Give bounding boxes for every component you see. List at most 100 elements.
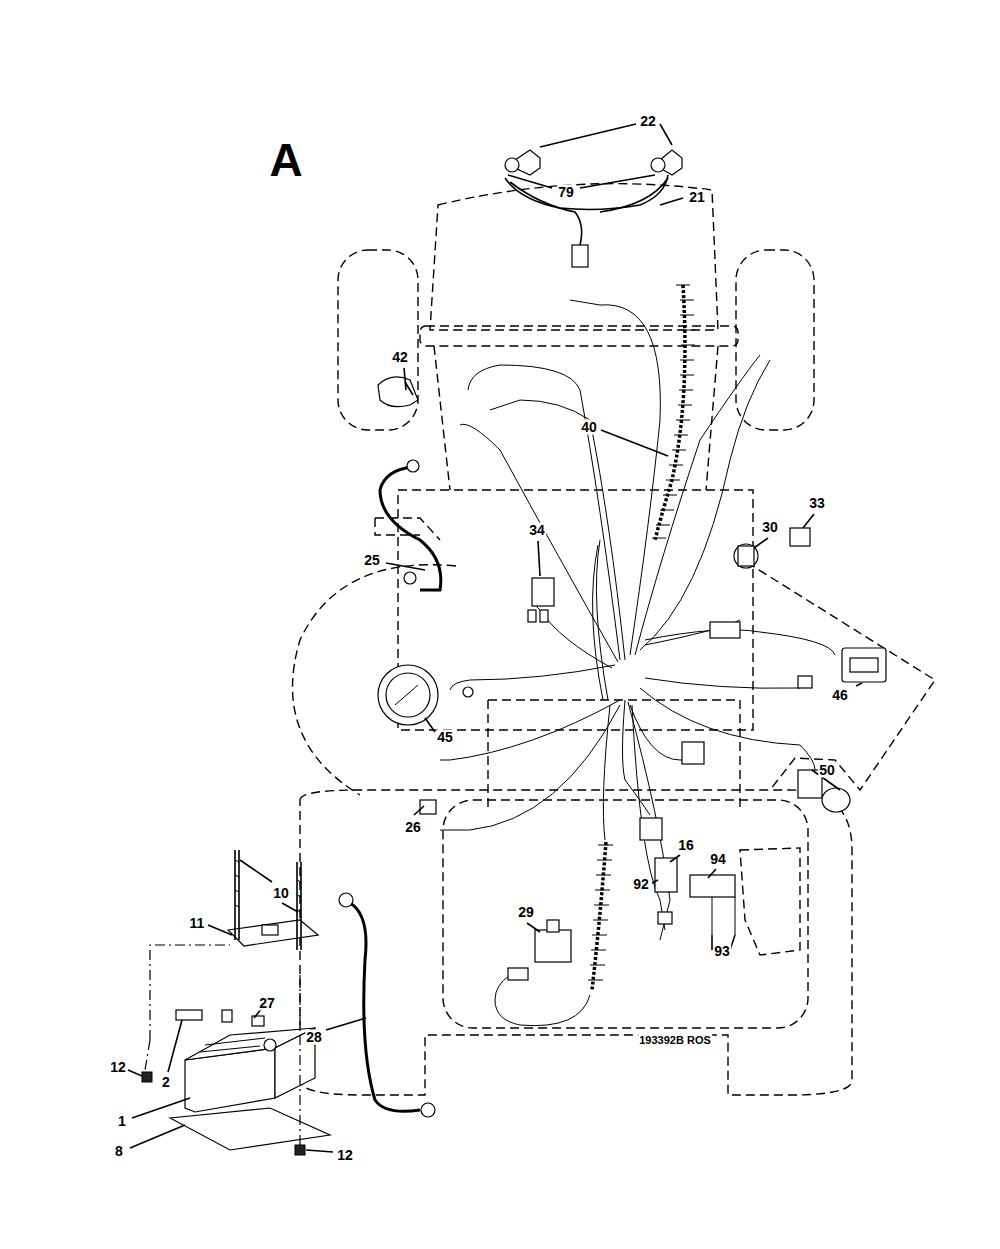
tractor-outline-path [375, 518, 440, 540]
leader-lines-path [708, 869, 716, 878]
components-circle [386, 673, 430, 717]
main-harness-path [535, 605, 612, 668]
main-harness [440, 300, 835, 940]
cables-circle [421, 1103, 435, 1117]
ammeter [378, 665, 438, 725]
main-harness-path [440, 705, 620, 830]
leader-lines-path [803, 514, 814, 528]
conduit-upper-path [655, 285, 685, 540]
callout-number: 94 [709, 852, 727, 867]
leader-lines-path [168, 1020, 182, 1072]
main-harness-path [645, 620, 740, 645]
components-rect [658, 912, 672, 924]
battery-assembly-rect [262, 925, 278, 935]
hour-meter [842, 648, 886, 682]
callout-number: 12 [336, 1148, 354, 1163]
leader-lines-path [527, 923, 540, 932]
battery-assembly-path [170, 1108, 330, 1150]
components-rect [540, 610, 548, 622]
callout-number: 79 [557, 185, 575, 200]
callout-number: 34 [528, 523, 546, 538]
main-harness-path [645, 678, 800, 688]
headlight-harness [505, 150, 682, 267]
figure-letter: A [269, 136, 302, 184]
components-rect [640, 818, 662, 840]
main-harness-path [570, 300, 660, 655]
battery-assembly-rect [222, 1010, 232, 1022]
main-harness-path [460, 424, 618, 662]
leader-lines-path [132, 1098, 190, 1118]
main-harness-path [630, 705, 690, 760]
callout-number: 16 [677, 838, 695, 853]
callout-number: 12 [109, 1060, 127, 1075]
leader-lines-path [670, 855, 680, 862]
headlight-harness-path [505, 175, 668, 209]
callout-number: 22 [639, 114, 657, 129]
callout-number: 29 [517, 905, 535, 920]
main-harness-path [635, 355, 760, 655]
cables [339, 460, 441, 1117]
cables-circle [404, 572, 416, 584]
leader-lines-path [386, 563, 425, 570]
main-harness-path [440, 700, 620, 760]
components-path [712, 897, 735, 935]
callout-number: 21 [688, 190, 706, 205]
leader-lines-path [652, 880, 658, 883]
main-harness-path [640, 360, 770, 650]
components-rect [850, 658, 878, 672]
headlight-harness-circle [505, 158, 519, 172]
main-harness-path [623, 700, 651, 815]
conduit-upper-path [652, 285, 695, 538]
leader-lines-path [306, 1150, 333, 1152]
main-harness-path [593, 545, 603, 700]
drawing-number: 193392B ROS [638, 1034, 712, 1046]
leader-lines-path [130, 1125, 185, 1148]
main-harness-path [596, 540, 608, 700]
battery-assembly-path [200, 1038, 265, 1052]
cables-circle [339, 893, 353, 907]
main-harness-path [628, 702, 670, 940]
battery-assembly-circle [264, 1039, 276, 1051]
leader-lines-path [326, 1018, 366, 1030]
conduit-lower-path [495, 975, 590, 1026]
leader-lines-path [240, 860, 298, 912]
main-harness-path [490, 400, 625, 660]
components-rect [798, 676, 812, 688]
leader-lines [128, 124, 862, 1152]
tractor-outline-path [300, 790, 852, 1095]
headlight-harness-rect [572, 245, 588, 267]
leader-lines-path [601, 430, 668, 456]
leader-lines-path [425, 718, 435, 732]
components-ellipse [822, 788, 850, 812]
leader-lines-path [404, 368, 406, 390]
callout-number: 93 [713, 944, 731, 959]
clip [378, 377, 418, 407]
callout-number: 27 [258, 996, 276, 1011]
components-rect [710, 622, 740, 638]
battery-assembly-rect [176, 1010, 202, 1020]
headlight-harness-circle [651, 158, 665, 172]
cables-circle [407, 460, 419, 472]
battery-assembly-rect [295, 1145, 305, 1155]
tractor-outline-rect [443, 800, 808, 1028]
relay [655, 858, 677, 892]
components-path [395, 685, 418, 705]
tractor-outline-path [293, 565, 457, 795]
callout-number: 45 [436, 730, 454, 745]
components-circle [463, 687, 473, 697]
tractor-outline-path [735, 555, 935, 790]
components-rect [682, 742, 704, 764]
conduit-lower-path [588, 845, 613, 980]
tractor-outline-rect [420, 326, 738, 346]
callout-number: 50 [818, 763, 836, 778]
callout-number: 8 [114, 1144, 124, 1159]
callout-number: 1 [117, 1114, 127, 1129]
tractor-outline-rect [398, 490, 753, 730]
callout-number: 10 [272, 886, 290, 901]
components-rect [547, 920, 559, 932]
conduit-lower [495, 842, 613, 1026]
callout-number: 25 [363, 553, 381, 568]
leader-lines-path [508, 175, 655, 188]
main-harness-path [640, 688, 815, 770]
